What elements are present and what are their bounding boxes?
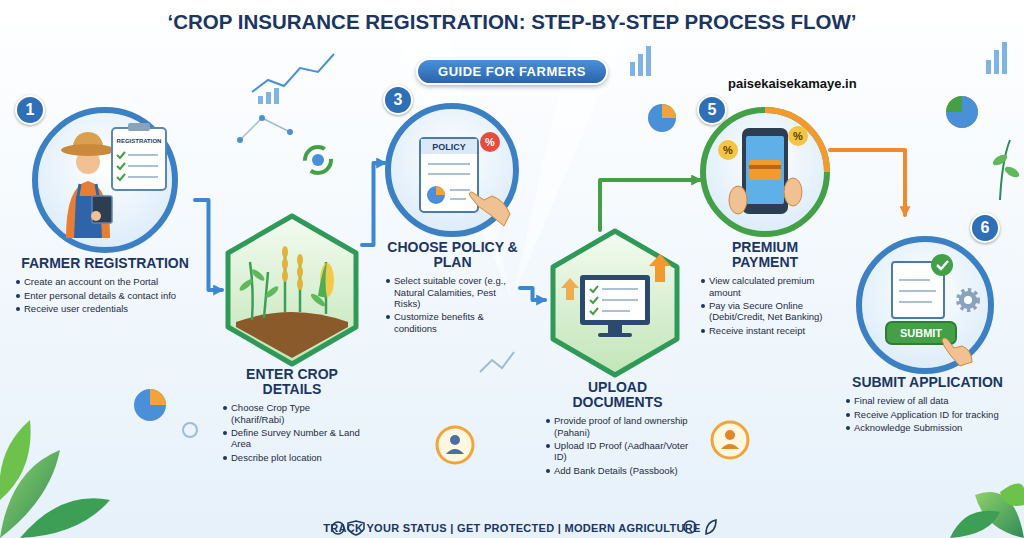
title: ‘CROP INSURANCE REGISTRATION: STEP-BY-ST… [0, 10, 1024, 34]
step-heading: SUBMIT APPLICATION [845, 375, 1010, 390]
callout-number: 1 [15, 95, 45, 125]
flow-arrow [600, 180, 700, 230]
step-bullet: Define Survey Number & Land Area [222, 427, 362, 450]
step-bullet: Pay via Secure Online (Debit/Credit, Net… [700, 300, 830, 323]
flow-arrow [195, 200, 222, 290]
watermark: paisekaisekamaye.in [728, 76, 857, 91]
step-bullet: Acknowledge Submission [845, 422, 1010, 433]
step-box: PREMIUM PAYMENT View calculated premium a… [700, 100, 830, 338]
step-bullet: View calculated premium amount [700, 275, 830, 298]
step-heading: CHOOSE POLICY & PLAN [385, 240, 520, 270]
flow-arrow [362, 163, 385, 245]
callout-number: 5 [697, 95, 727, 125]
guide-label: GUIDE FOR FARMERS [438, 64, 586, 79]
step-bullet: Provide proof of land ownership (Pahani) [545, 415, 690, 438]
step-heading: PREMIUM PAYMENT [700, 240, 830, 270]
percent-coin: % [718, 140, 738, 160]
step-bullet: Receive Application ID for tracking [845, 409, 1010, 420]
step-heading: FARMER REGISTRATION [15, 256, 195, 271]
step-bullet: Upload ID Proof (Aadhaar/Voter ID) [545, 440, 690, 463]
step-bullet: Receive instant receipt [700, 325, 830, 336]
step-bullet: Customize benefits & conditions [385, 311, 520, 334]
step-box: ENTER CROP DETAILS Choose Crop Type (Khar… [222, 215, 362, 465]
step-bullet: Final review of all data [845, 395, 1010, 406]
submit-button-text: SUBMIT [900, 327, 942, 339]
step-box: SUBMIT APPLICATION Final review of all da… [845, 215, 1010, 435]
step-box: CHOOSE POLICY & PLAN Select suitable cove… [385, 88, 520, 336]
percent-coin: % [788, 126, 808, 146]
step-bullet: Select suitable cover (e.g., Natural Cal… [385, 275, 520, 309]
document-text: POLICY [432, 142, 466, 152]
guide-pill: GUIDE FOR FARMERS [416, 58, 608, 85]
step-bullet: Receive user credentials [15, 303, 195, 314]
step-box: UPLOAD DOCUMENTS Provide proof of land ow… [545, 230, 690, 478]
flow-arrow [830, 150, 905, 215]
step-box: FARMER REGISTRATION Create an account on … [15, 100, 195, 316]
step-bullet: Create an account on the Portal [15, 276, 195, 287]
step-heading: UPLOAD DOCUMENTS [545, 380, 690, 410]
footer-text: TRACK YOUR STATUS | GET PROTECTED | MODE… [323, 522, 700, 534]
callout-number: 3 [383, 85, 413, 115]
step-bullet: Add Bank Details (Passbook) [545, 465, 690, 476]
step-heading: ENTER CROP DETAILS [222, 367, 362, 397]
step-bullet: Enter personal details & contact info [15, 290, 195, 301]
flow-arrow [520, 288, 545, 300]
percent-badge: % [480, 132, 500, 152]
step-bullet: Choose Crop Type (Kharif/Rabi) [222, 402, 362, 425]
step-bullet: Describe plot location [222, 452, 362, 463]
callout-number: 6 [970, 213, 1000, 243]
clipboard-text: REGISTRATION [117, 138, 162, 144]
